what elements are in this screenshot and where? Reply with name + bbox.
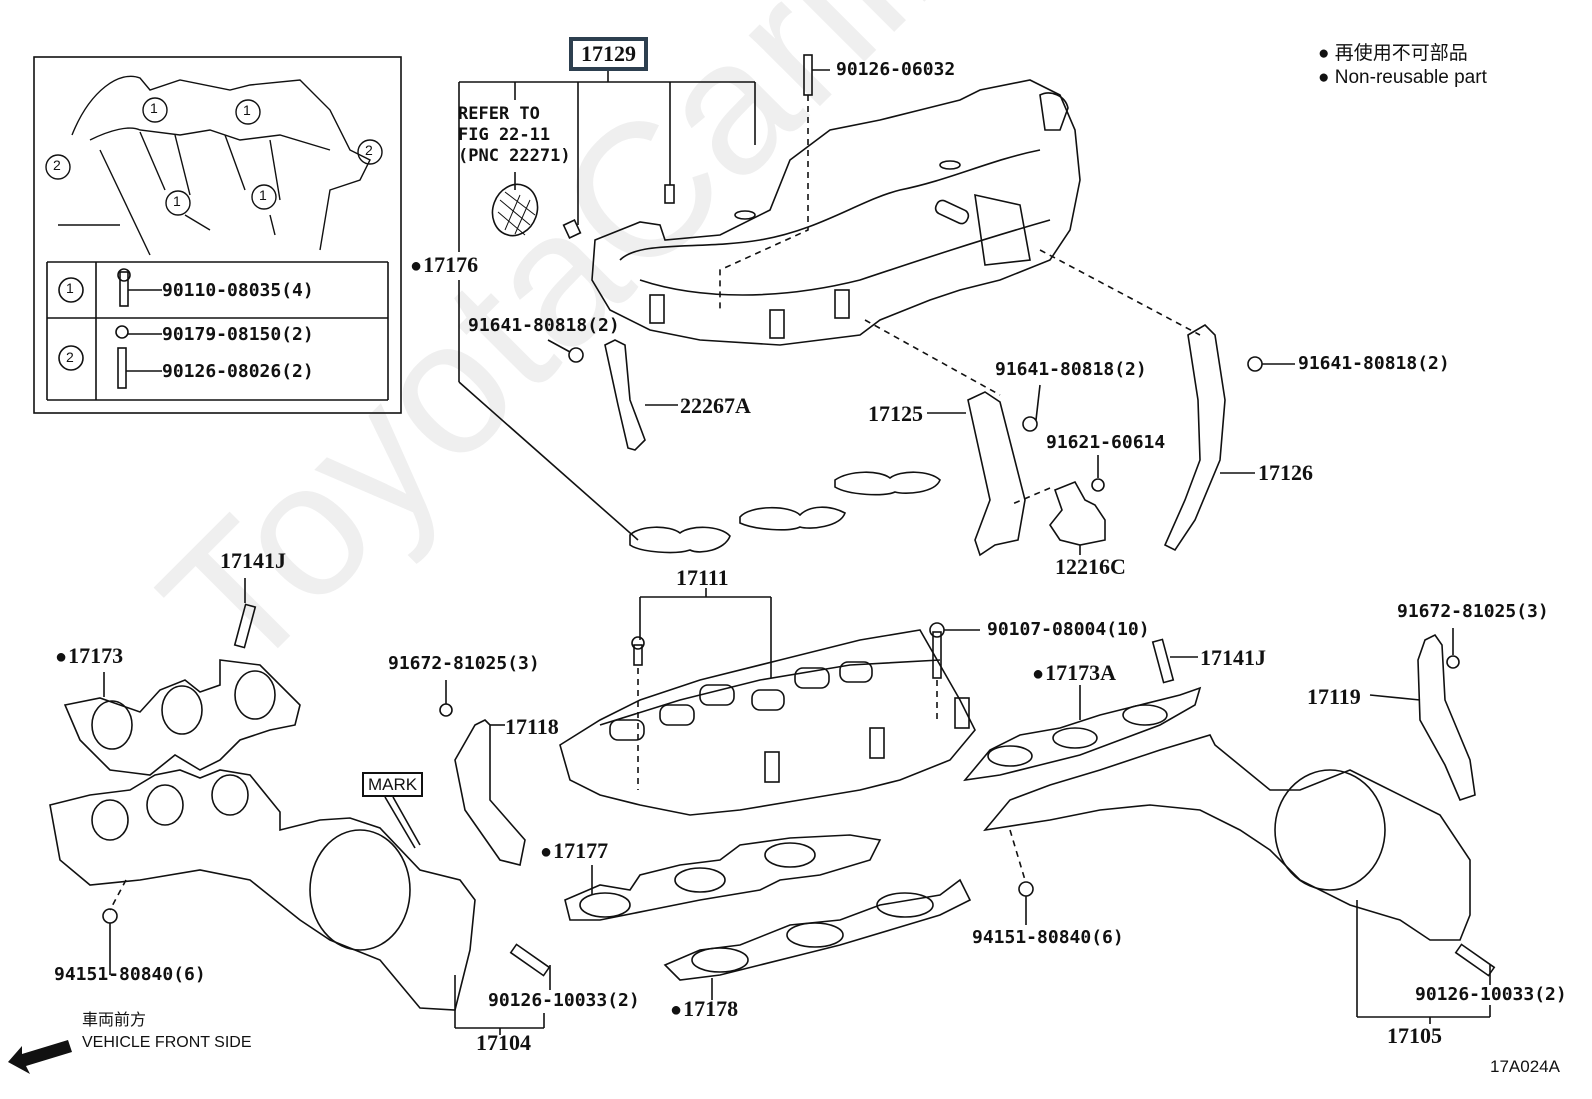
part-label-94151-80840-a[interactable]: 94151-80840(6) (54, 964, 206, 985)
inset-frame (33, 56, 402, 414)
part-label-90126-08026[interactable]: 90126-08026(2) (162, 361, 314, 382)
exhaust-gasket-17173A (963, 686, 1202, 782)
part-label-91641-80818-a[interactable]: 91641-80818(2) (468, 315, 620, 336)
part-label-17104[interactable]: 17104 (476, 1030, 531, 1055)
intake-manifold-lower (559, 629, 976, 816)
part-label-90110-08035[interactable]: 90110-08035(4) (162, 280, 314, 301)
figure-code: 17A024A (1490, 1057, 1560, 1076)
refer-note-line3: (PNC 22271) (458, 146, 571, 166)
part-label-17126[interactable]: 17126 (1258, 460, 1313, 485)
part-label-17105[interactable]: 17105 (1387, 1023, 1442, 1048)
mark-label: MARK (362, 772, 424, 797)
intake-screen (491, 183, 539, 237)
legend-en: Non-reusable part (1318, 67, 1487, 88)
part-label-17111[interactable]: 17111 (676, 565, 729, 590)
part-label-17173[interactable]: 17173 (55, 645, 123, 667)
exhaust-manifold-right (983, 734, 1471, 941)
part-label-90126-10033-a[interactable]: 90126-10033(2) (488, 990, 640, 1011)
part-label-17141J-left[interactable]: 17141J (220, 548, 286, 573)
part-label-12216C[interactable]: 12216C (1055, 554, 1126, 579)
exhaust-gasket-17177 (564, 834, 882, 921)
inset-callout: 1 (150, 100, 158, 116)
part-label-90126-10033-b[interactable]: 90126-10033(2) (1415, 984, 1567, 1005)
part-label-17129[interactable]: 17129 (569, 37, 648, 71)
part-label-17173A[interactable]: 17173A (1032, 662, 1116, 684)
part-label-22267A[interactable]: 22267A (680, 393, 751, 418)
part-label-91672-81025-a[interactable]: 91672-81025(3) (388, 653, 540, 674)
part-label-17118[interactable]: 17118 (505, 714, 559, 739)
refer-note-line2: FIG 22-11 (458, 125, 551, 145)
part-label-91672-81025-b[interactable]: 91672-81025(3) (1397, 601, 1549, 622)
intake-plenum (591, 79, 1081, 346)
refer-note-line1: REFER TO (458, 104, 540, 124)
stay-22267A (604, 339, 646, 451)
inset-manifold-sketch (45, 75, 383, 256)
exhaust-manifold-left (49, 769, 476, 1011)
gasket-upper (629, 471, 941, 554)
inset-callout: 2 (53, 157, 61, 173)
front-indicator-jp: 車両前方 (82, 1012, 147, 1029)
stay-17118 (454, 719, 526, 866)
part-label-17119[interactable]: 17119 (1307, 684, 1361, 709)
stay-17125 (967, 391, 1026, 557)
inset-key-2: 2 (66, 349, 74, 365)
bracket-12216C (1049, 480, 1106, 546)
inset-callout: 1 (243, 102, 251, 118)
front-indicator-en: VEHICLE FRONT SIDE (82, 1034, 252, 1051)
part-label-94151-80840-b[interactable]: 94151-80840(6) (972, 927, 1124, 948)
legend-jp: 再使用不可部品 (1318, 43, 1468, 64)
part-label-17141J-right[interactable]: 17141J (1200, 645, 1266, 670)
inset-callout: 2 (365, 142, 373, 158)
part-label-17125[interactable]: 17125 (868, 401, 923, 426)
part-label-17178[interactable]: 17178 (670, 998, 738, 1020)
vehicle-front-arrow-icon (8, 1040, 72, 1074)
exhaust-gasket-17178 (663, 878, 972, 981)
stay-17119 (1417, 633, 1476, 801)
part-label-90126-06032[interactable]: 90126-06032 (836, 59, 956, 80)
part-label-91641-80818-c[interactable]: 91641-80818(2) (1298, 353, 1450, 374)
part-label-91641-80818-b[interactable]: 91641-80818(2) (995, 359, 1147, 380)
legend: 再使用不可部品 Non-reusable part (1318, 42, 1487, 90)
part-label-90107-08004[interactable]: 90107-08004(10) (987, 619, 1150, 640)
part-label-17176[interactable]: 17176 (410, 254, 478, 276)
inset-callout: 1 (173, 193, 181, 209)
stay-17126 (1163, 323, 1226, 552)
inset-callout: 1 (259, 187, 267, 203)
inset-bolt-icons (115, 268, 162, 389)
part-label-17177[interactable]: 17177 (540, 840, 608, 862)
inset-key-1: 1 (66, 280, 74, 296)
part-label-90179-08150[interactable]: 90179-08150(2) (162, 324, 314, 345)
part-label-91621-60614[interactable]: 91621-60614 (1046, 432, 1166, 453)
exhaust-gasket-17173 (63, 659, 301, 776)
